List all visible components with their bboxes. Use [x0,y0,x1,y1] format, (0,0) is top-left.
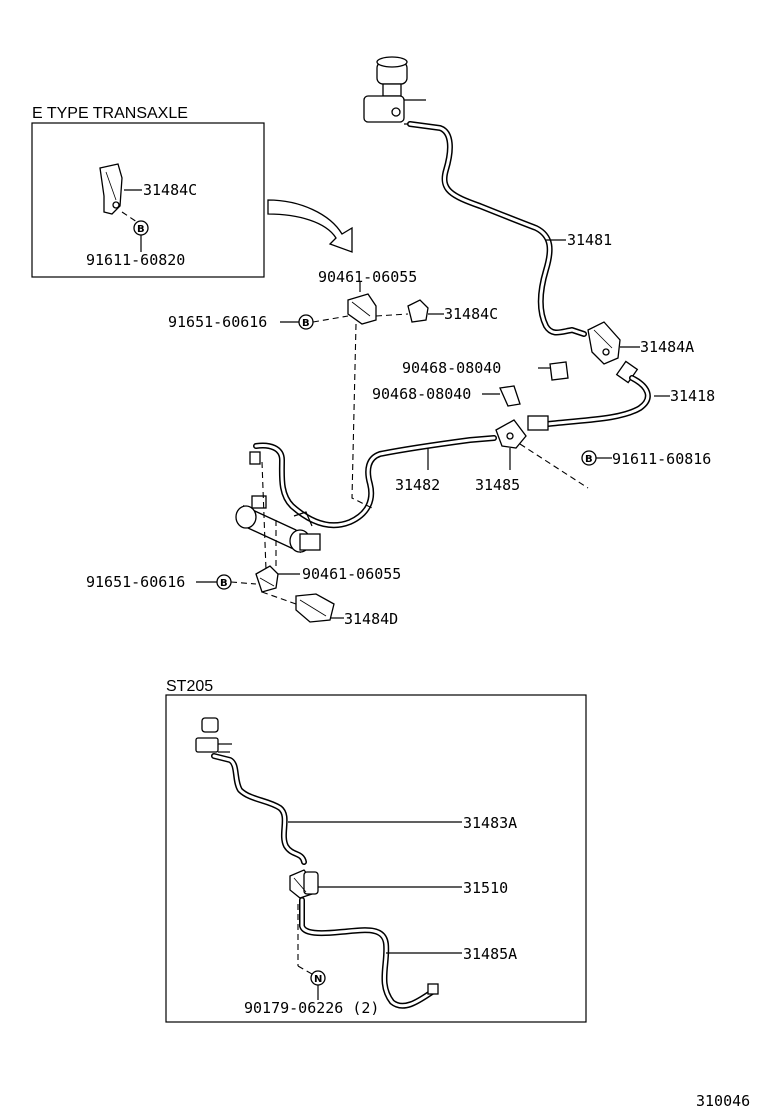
bracket-90461-06055-bottom [255,565,279,593]
figure-number: 310046 [696,1092,750,1110]
e-type-label-31484c: 31484C [143,181,197,199]
label-31484d: 31484D [344,610,398,628]
label-90461-06055-bottom: 90461-06055 [302,565,401,583]
bolt-91651-60616-top-symbol: B [298,314,314,330]
svg-text:B: B [220,578,228,589]
st205-union-31510 [289,869,319,899]
st205-master-cylinder [195,717,232,753]
e-type-bolt-symbol: B [133,220,149,236]
svg-text:B: B [137,224,145,235]
inset-arrow-icon [267,199,353,253]
bolt-91651-60616-bottom-symbol: B [216,574,232,590]
master-cylinder [363,56,426,125]
svg-text:N: N [314,974,322,985]
label-31484c: 31484C [444,305,498,323]
label-91651-60616-bottom: 91651-60616 [86,573,185,591]
st205-inset: ST205 31483A 31510 3 [165,678,587,1023]
label-31418: 31418 [670,387,715,405]
e-type-label-91611-60820: 91611-60820 [86,251,185,269]
pipe-31481 [407,121,587,337]
st205-label-90179-06226: 90179-06226 (2) [244,999,379,1017]
bolt-91611-60816-symbol: B [581,450,597,466]
clip-90468-b [499,385,521,407]
st205-nut-90179-symbol: N [310,970,326,986]
label-90468-08040-a: 90468-08040 [402,359,501,377]
st205-frame [165,694,587,1023]
st205-header: ST205 [166,678,213,695]
clip-31484c [407,299,429,323]
label-91651-60616-top: 91651-60616 [168,313,267,331]
clip-90468-a [549,361,569,381]
release-cylinder [235,495,321,554]
st205-label-31510: 31510 [463,879,508,897]
label-91611-60816: 91611-60816 [612,450,711,468]
label-31482: 31482 [395,476,440,494]
st205-pipe-31483a [211,753,307,865]
bracket-90461-06055-top [347,293,377,325]
label-31481: 31481 [567,231,612,249]
svg-text:B: B [585,454,593,465]
pipe-31482 [249,435,497,529]
bracket-31485 [495,419,527,449]
e-type-header: E TYPE TRANSAXLE [32,105,188,122]
hose-31418 [527,360,651,431]
label-31484a: 31484A [640,338,694,356]
e-type-transaxle-inset: E TYPE TRANSAXLE 31484C B 91611-60820 [31,105,265,278]
e-type-frame [31,122,265,278]
svg-text:B: B [302,318,310,329]
e-type-bracket-31484c [99,163,123,215]
label-31485: 31485 [475,476,520,494]
st205-label-31483a: 31483A [463,814,517,832]
label-90461-06055-top: 90461-06055 [318,268,417,286]
bracket-31484a [587,321,621,365]
st205-label-31485a: 31485A [463,945,517,963]
label-90468-08040-b: 90468-08040 [372,385,471,403]
bracket-31484d [295,593,335,623]
st205-pipe-31485a [299,897,439,1009]
